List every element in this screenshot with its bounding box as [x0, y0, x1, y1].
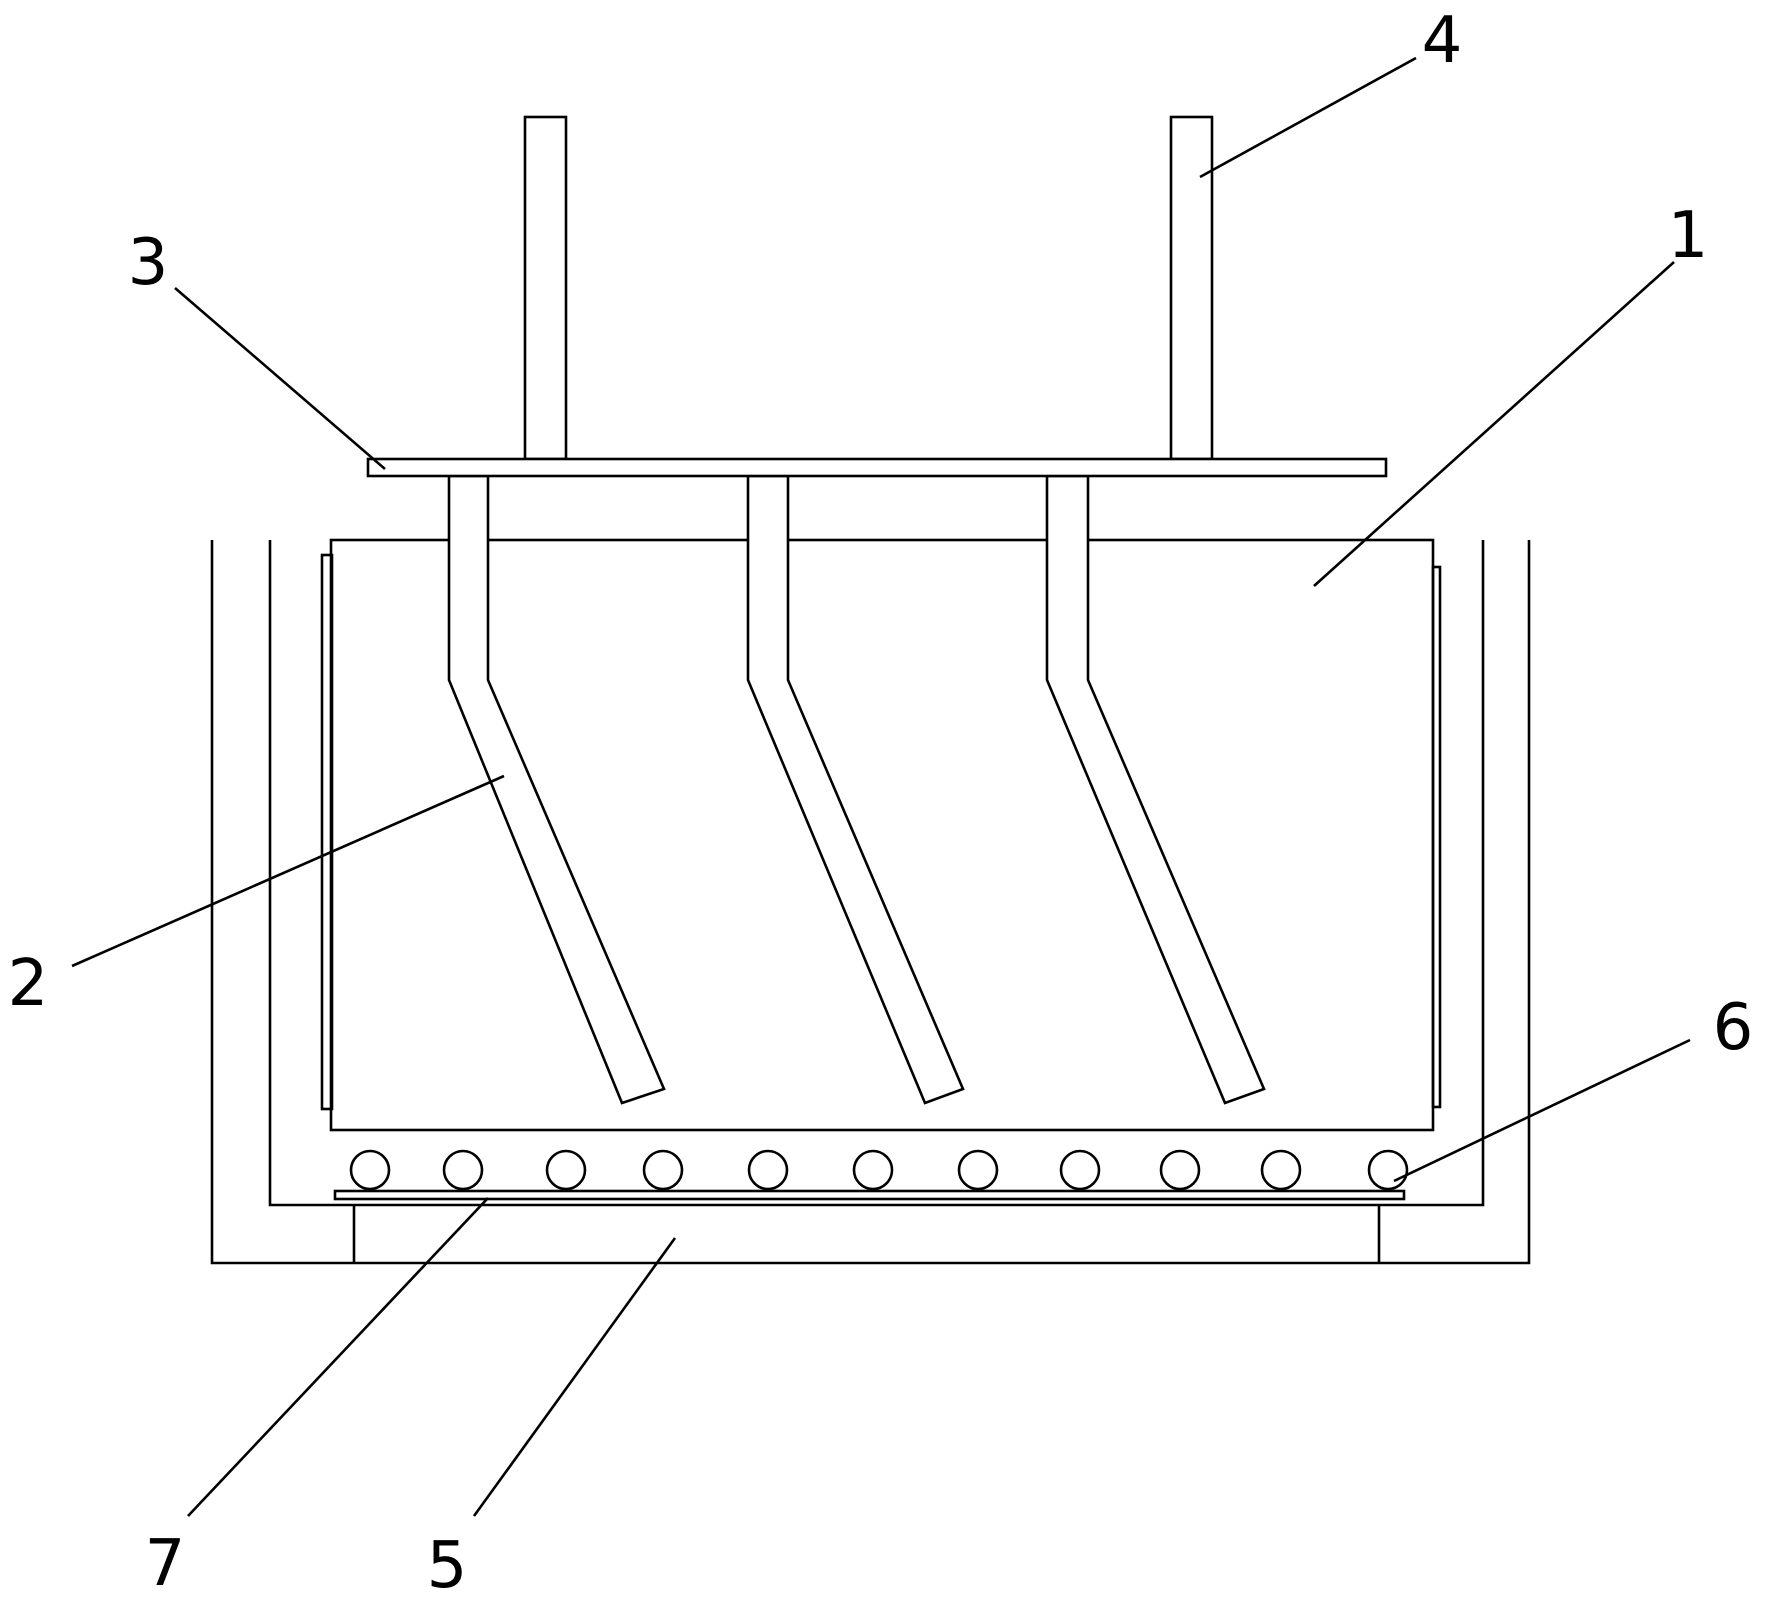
outer-tank — [210, 540, 1531, 1265]
inner-tank — [268, 540, 1485, 1207]
callout-label-2: 2 — [8, 947, 49, 1021]
cross-beam — [366, 457, 1388, 478]
leader-line-4 — [1199, 56, 1417, 179]
container-body — [329, 538, 1435, 1132]
leader-line-2 — [71, 774, 505, 968]
roller — [642, 1149, 684, 1191]
stirring-rod-right — [1045, 474, 1266, 1105]
callout-label-3: 3 — [128, 226, 169, 300]
stirring-rod-left — [447, 474, 666, 1105]
roller — [852, 1149, 894, 1191]
leader-line-7 — [187, 1197, 489, 1517]
leader-line-3 — [174, 287, 386, 470]
roller — [747, 1149, 789, 1191]
leader-line-1 — [1313, 261, 1675, 587]
roller — [1260, 1149, 1302, 1191]
upright-post-right — [1169, 115, 1214, 461]
callout-label-1: 1 — [1668, 199, 1709, 273]
roller — [1159, 1149, 1201, 1191]
callout-label-7: 7 — [145, 1527, 186, 1597]
side-liner-left — [320, 553, 334, 1111]
roller — [957, 1149, 999, 1191]
bottom-plate — [333, 1189, 1406, 1201]
upright-post-left — [523, 115, 568, 461]
roller — [442, 1149, 484, 1191]
roller — [1059, 1149, 1101, 1191]
leader-line-6 — [1393, 1038, 1691, 1183]
side-liner-right — [1431, 565, 1442, 1109]
roller — [349, 1149, 391, 1191]
callout-label-6: 6 — [1713, 991, 1754, 1065]
stirring-rod-middle — [746, 474, 965, 1105]
callout-label-4: 4 — [1422, 4, 1463, 78]
roller — [545, 1149, 587, 1191]
callout-label-5: 5 — [427, 1529, 468, 1597]
leader-line-5 — [472, 1237, 677, 1517]
roller-row — [349, 1149, 1409, 1191]
roller — [1367, 1149, 1409, 1191]
